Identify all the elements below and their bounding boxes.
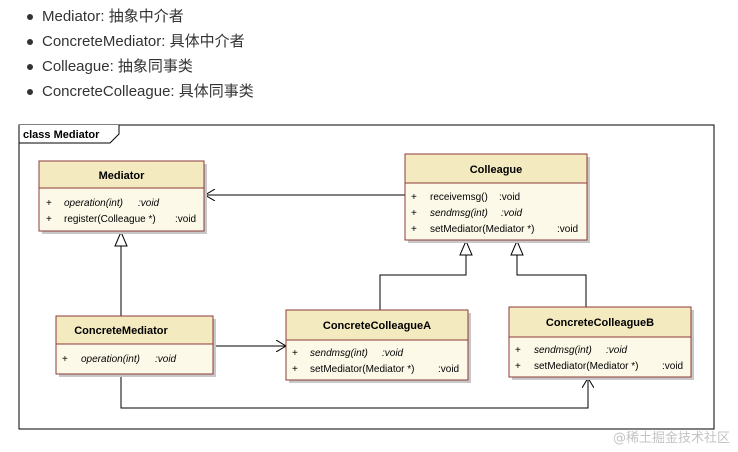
svg-text::void: :void: [557, 224, 578, 235]
svg-text:+: +: [292, 348, 298, 359]
svg-text:operation(int): operation(int): [81, 354, 140, 365]
diagram-frame: [18, 124, 715, 430]
class-concrete-colleague-a-name: ConcreteColleagueA: [323, 320, 431, 332]
bullet-mediator: Mediator: 抽象中介者: [24, 4, 254, 29]
generalization-arrowhead-mediator: [114, 230, 128, 247]
generalization-colleague-b: [516, 255, 587, 307]
svg-text:+: +: [411, 208, 417, 219]
class-concrete-mediator: ConcreteMediator + operation(int) :void: [55, 315, 216, 377]
bullet-concrete-mediator: ConcreteMediator: 具体中介者: [24, 29, 254, 54]
svg-text::void: :void: [662, 361, 683, 372]
class-colleague: Colleague + receivemsg() :void + sendmsg…: [404, 153, 590, 243]
svg-text:setMediator(Mediator *): setMediator(Mediator *): [310, 364, 414, 375]
svg-text:+: +: [411, 192, 417, 203]
svg-text:+: +: [292, 364, 298, 375]
svg-text::void: :void: [501, 208, 523, 219]
svg-text:+: +: [46, 214, 52, 225]
generalization-arrowhead-colleague-b: [510, 239, 524, 256]
class-colleague-name: Colleague: [470, 164, 523, 176]
svg-text:+: +: [46, 198, 52, 209]
intro-bullet-list: Mediator: 抽象中介者 ConcreteMediator: 具体中介者 …: [24, 4, 254, 104]
svg-text::void: :void: [606, 345, 628, 356]
generalization-arrowhead-colleague-a: [459, 239, 473, 256]
class-concrete-colleague-a: ConcreteColleagueA + sendmsg(int) :void …: [285, 309, 471, 383]
svg-text:setMediator(Mediator *): setMediator(Mediator *): [430, 224, 534, 235]
svg-text:+: +: [515, 361, 521, 372]
class-mediator: Mediator + operation(int) :void + regist…: [38, 160, 207, 234]
class-concrete-colleague-b-name: ConcreteColleagueB: [546, 317, 654, 329]
svg-text:+: +: [411, 224, 417, 235]
svg-text:sendmsg(int): sendmsg(int): [430, 208, 488, 219]
svg-text:receivemsg(): receivemsg(): [430, 192, 488, 203]
svg-text:setMediator(Mediator *): setMediator(Mediator *): [534, 361, 638, 372]
class-mediator-name: Mediator: [99, 170, 146, 182]
svg-text:sendmsg(int): sendmsg(int): [534, 345, 592, 356]
svg-text::void: :void: [438, 364, 459, 375]
svg-text:+: +: [62, 354, 68, 365]
svg-text:sendmsg(int): sendmsg(int): [310, 348, 368, 359]
generalization-colleague-a: [379, 255, 467, 310]
svg-text:operation(int): operation(int): [64, 198, 123, 209]
svg-text::void: :void: [138, 198, 160, 209]
class-concrete-mediator-name: ConcreteMediator: [74, 325, 168, 337]
bullet-concrete-colleague: ConcreteColleague: 具体同事类: [24, 79, 254, 104]
svg-text:+: +: [515, 345, 521, 356]
svg-text::void: :void: [499, 192, 520, 203]
frame-label-tab: [18, 125, 120, 144]
class-concrete-colleague-b: ConcreteColleagueB + sendmsg(int) :void …: [508, 306, 694, 380]
association-mediator-to-colleague-b: [120, 376, 588, 409]
watermark: @稀土掘金技术社区: [612, 431, 730, 446]
svg-text::void: :void: [175, 214, 196, 225]
svg-text::void: :void: [155, 354, 177, 365]
frame-label: class Mediator: [23, 129, 100, 141]
svg-text:register(Colleague *): register(Colleague *): [64, 214, 156, 225]
svg-text::void: :void: [382, 348, 404, 359]
bullet-colleague: Colleague: 抽象同事类: [24, 54, 254, 79]
